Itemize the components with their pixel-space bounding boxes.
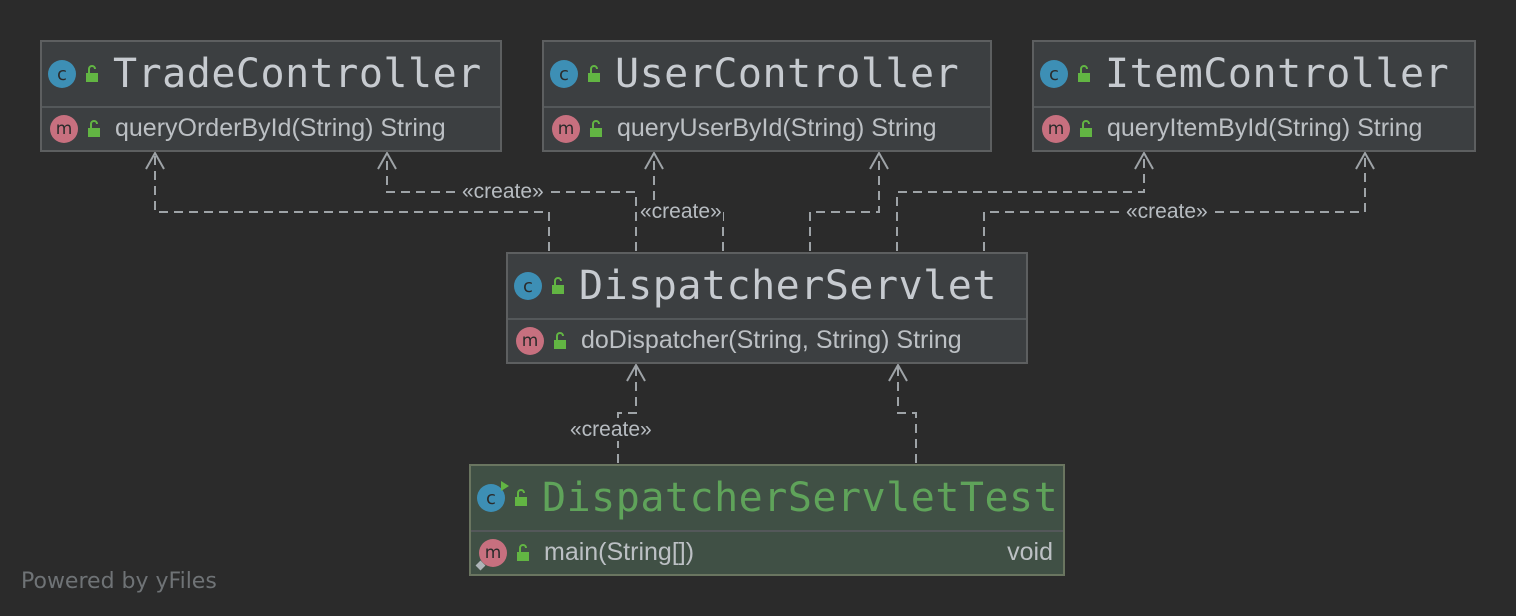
class-title: UserController <box>615 51 960 97</box>
class-header: c TradeController <box>42 42 500 108</box>
method-return-type: void <box>1007 538 1053 566</box>
method-signature: queryOrderById(String) String <box>115 114 446 142</box>
method-signature: main(String[]) <box>544 538 695 566</box>
class-header: c DispatcherServletTest <box>471 466 1063 532</box>
method-icon: m <box>475 538 507 570</box>
arrowhead <box>1134 150 1154 170</box>
class-title: DispatcherServlet <box>579 263 997 309</box>
create-label-user: «create» <box>639 200 723 223</box>
edge-dispatcher-trade-1 <box>154 153 550 251</box>
method-signature: doDispatcher(String, String) String <box>581 326 962 354</box>
class-header: c DispatcherServlet <box>508 254 1026 320</box>
class-title: TradeController <box>113 51 482 97</box>
unlocked-padlock-icon <box>554 331 566 349</box>
arrowhead <box>1355 150 1375 170</box>
class-node-trade-controller[interactable]: c TradeController m queryOrderById(Strin… <box>40 40 502 152</box>
create-label-trade: «create» <box>461 180 545 203</box>
class-icon: c <box>1040 60 1068 88</box>
method-row[interactable]: m doDispatcher(String, String) String <box>508 320 1026 361</box>
arrowhead <box>626 362 646 382</box>
create-label-item: «create» <box>1125 200 1209 223</box>
unlocked-padlock-icon <box>517 543 529 561</box>
class-icon: c <box>514 272 542 300</box>
edge-dispatcher-user-2 <box>809 153 880 251</box>
unlocked-padlock-icon <box>1078 65 1090 82</box>
method-row[interactable]: m main(String[]) void <box>471 532 1063 573</box>
class-node-user-controller[interactable]: c UserController m queryUserById(String)… <box>542 40 992 152</box>
method-row[interactable]: m queryItemById(String) String <box>1034 108 1474 149</box>
method-icon: m <box>1042 114 1070 143</box>
unlocked-padlock-icon <box>590 119 602 137</box>
class-header: c UserController <box>544 42 990 108</box>
method-row[interactable]: m queryUserById(String) String <box>544 108 990 149</box>
edge-dispatcher-user-1 <box>653 153 724 251</box>
class-node-dispatcher-servlet[interactable]: c DispatcherServlet m doDispatcher(Strin… <box>506 252 1028 364</box>
edge-test-dispatcher-1 <box>617 365 637 463</box>
method-signature: queryUserById(String) String <box>617 114 937 142</box>
method-icon: m <box>552 114 580 143</box>
arrowhead <box>869 150 889 170</box>
arrowhead <box>888 362 908 382</box>
unlocked-padlock-icon <box>552 277 564 294</box>
unlocked-padlock-icon <box>515 489 527 506</box>
unlocked-padlock-icon <box>86 65 98 82</box>
class-header: c ItemController <box>1034 42 1474 108</box>
class-icon: c <box>48 60 76 88</box>
method-icon: m <box>50 114 78 143</box>
class-badge-letter: c <box>486 487 496 509</box>
class-node-dispatcher-servlet-test[interactable]: c DispatcherServletTest m main(String[])… <box>469 464 1065 576</box>
run-icon <box>501 481 509 491</box>
arrowhead <box>145 150 165 170</box>
unlocked-padlock-icon <box>588 65 600 82</box>
create-label-test: «create» <box>569 418 653 441</box>
edge-dispatcher-item-1 <box>896 153 1145 251</box>
class-icon: c <box>477 481 509 512</box>
class-title: DispatcherServletTest <box>542 475 1059 521</box>
arrowhead <box>377 150 397 170</box>
method-signature: queryItemById(String) String <box>1107 114 1423 142</box>
method-row[interactable]: m queryOrderById(String) String <box>42 108 500 149</box>
class-node-item-controller[interactable]: c ItemController m queryItemById(String)… <box>1032 40 1476 152</box>
unlocked-padlock-icon <box>1080 119 1092 137</box>
powered-by-label: Powered by yFiles <box>21 569 217 594</box>
unlocked-padlock-icon <box>88 119 100 137</box>
method-badge-letter: m <box>484 542 502 563</box>
class-title: ItemController <box>1105 51 1450 97</box>
edge-test-dispatcher-2 <box>897 365 917 463</box>
method-icon: m <box>516 326 544 355</box>
arrowhead <box>644 150 664 170</box>
class-icon: c <box>550 60 578 88</box>
